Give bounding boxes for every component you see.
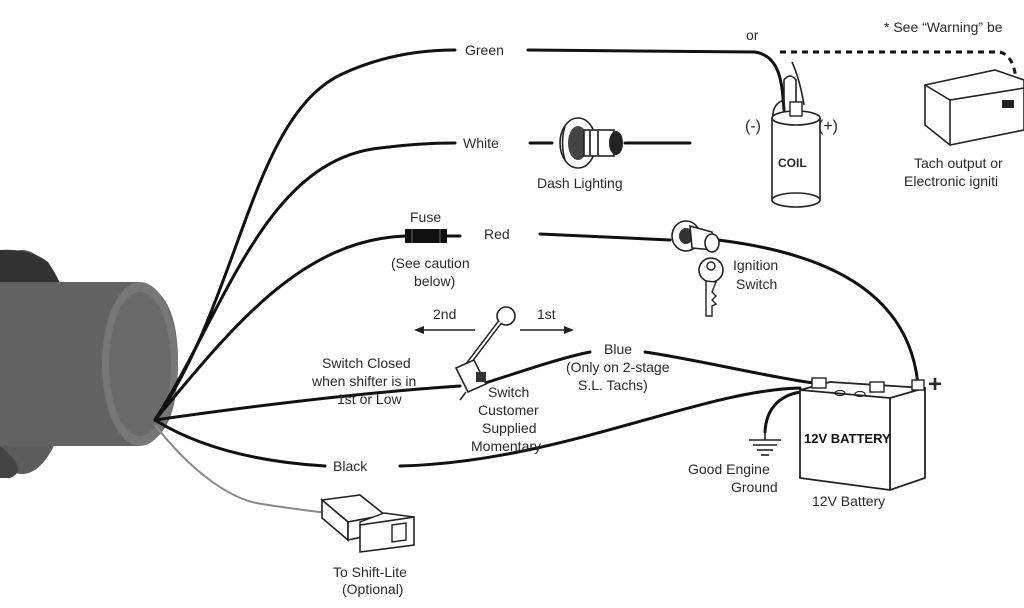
tach-output-label-2: Electronic igniti	[904, 173, 998, 189]
ignition-coil	[771, 61, 821, 208]
ground-symbol-icon	[749, 430, 781, 456]
tach-output-label-1: Tach output or	[914, 155, 1003, 171]
shift-lite-label-2: (Optional)	[342, 581, 403, 597]
ignition-switch-label-2: Switch	[736, 276, 777, 292]
white-wire-label: White	[463, 135, 499, 151]
switch-label-3: Supplied	[482, 420, 537, 436]
switch-label-4: Momentary	[471, 438, 541, 454]
first-gear-label: 1st	[537, 306, 556, 322]
fuse-label: Fuse	[410, 209, 441, 225]
caution-label-2: below)	[414, 273, 455, 289]
fuse	[405, 229, 447, 243]
switch-closed-label-1: Switch Closed	[322, 355, 411, 371]
blue-wire-right	[643, 350, 832, 387]
or-label: or	[746, 27, 759, 43]
red-wire	[153, 234, 407, 422]
red-wire-right	[538, 232, 672, 242]
shifter-switch	[454, 306, 516, 401]
ignition-switch	[671, 220, 724, 317]
battery-box-label: 12V BATTERY	[804, 431, 891, 446]
coil-plus-label: (+)	[818, 118, 838, 135]
ground-label-2: Ground	[731, 479, 778, 495]
ground-label-1: Good Engine	[688, 461, 770, 477]
tach-output-box	[924, 69, 1024, 146]
blue-wire-label: Blue	[604, 341, 632, 357]
second-gear-label: 2nd	[433, 306, 456, 322]
battery-positive-label: +	[928, 371, 942, 398]
black-wire-right	[398, 386, 802, 468]
warning-note: * See “Warning” be	[884, 19, 1003, 35]
battery-caption: 12V Battery	[812, 493, 885, 509]
coil-label: COIL	[778, 156, 807, 170]
coil-minus-label: (-)	[745, 118, 761, 135]
black-wire	[153, 418, 327, 468]
blue-note-2: S.L. Tachs)	[578, 377, 648, 393]
dash-lighting-label: Dash Lighting	[537, 175, 623, 191]
shift-lite-label-1: To Shift-Lite	[333, 564, 407, 580]
white-wire	[153, 141, 457, 422]
switch-label-2: Customer	[478, 402, 539, 418]
black-wire-label: Black	[333, 458, 368, 474]
ignition-switch-label-1: Ignition	[733, 257, 778, 273]
switch-wire	[153, 384, 462, 422]
switch-closed-label-3: 1st or Low	[337, 391, 402, 407]
shift-lite-connector	[320, 494, 415, 553]
switch-closed-label-2: when shifter is in	[311, 373, 416, 389]
green-wire-label: Green	[465, 42, 504, 58]
ignition-to-battery-wire	[716, 238, 920, 387]
green-wire-right	[526, 48, 786, 112]
blue-wire	[483, 350, 592, 385]
caution-label-1: (See caution	[391, 255, 470, 271]
blue-note-1: (Only on 2-stage	[566, 359, 670, 375]
battery	[799, 377, 926, 491]
direction-arrows	[414, 326, 574, 334]
ground-wire	[763, 390, 802, 434]
tachometer-gauge	[0, 249, 178, 478]
dash-lighting-socket	[528, 117, 692, 169]
red-wire-label: Red	[484, 226, 510, 242]
switch-label-1: Switch	[488, 384, 529, 400]
shift-lite-wire	[154, 424, 336, 515]
